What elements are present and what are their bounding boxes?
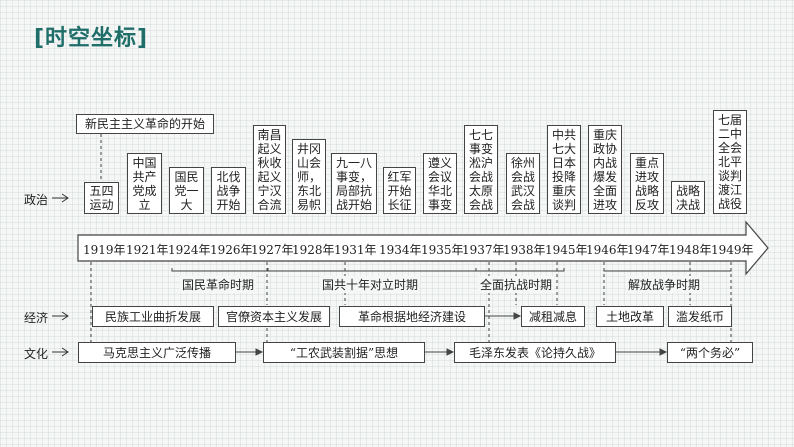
culture-arrow <box>52 347 69 357</box>
timeline-arrow <box>77 220 769 276</box>
politics-event-1927: 南昌 起义 秋收 起义 宁汉 合流 <box>253 125 286 214</box>
politics-label: 政治 <box>24 193 49 207</box>
politics-event-1931: 九一八 事变， 局部抗 战开始 <box>331 153 377 214</box>
year-label: 1927年 <box>251 243 294 257</box>
economy-event: 减租减息 <box>521 306 585 327</box>
section-title: [时空坐标] <box>34 26 149 51</box>
year-label: 1921年 <box>126 243 169 257</box>
politics-event-1926: 北伐 战争 开始 <box>211 167 246 214</box>
year-label: 1924年 <box>168 243 211 257</box>
culture-event: “工农武装割据”思想 <box>263 342 425 363</box>
year-label: 1937年 <box>462 243 505 257</box>
culture-event: 马克思主义广泛传播 <box>78 342 236 363</box>
politics-arrow <box>52 193 69 203</box>
culture-event: “两个务必” <box>667 342 753 363</box>
year-label: 1945年 <box>545 243 588 257</box>
top-event-box: 新民主主义革命的开始 <box>76 114 214 134</box>
year-label: 1928年 <box>292 243 335 257</box>
culture-label: 文化 <box>24 347 49 361</box>
economy-event: 土地改革 <box>596 306 664 327</box>
year-label: 1946年 <box>586 243 629 257</box>
year-label: 1935年 <box>421 243 464 257</box>
year-label: 1949年 <box>711 243 754 257</box>
politics-event-1924: 国民 党一 大 <box>169 167 204 214</box>
economy-event: 滥发纸币 <box>668 306 732 327</box>
period-label: 国共十年对立时期 <box>320 276 421 293</box>
period-label: 全面抗战时期 <box>478 276 555 293</box>
politics-event-1946: 重庆 政协 内战 爆发 全面 进攻 <box>588 125 622 214</box>
year-label: 1931年 <box>334 243 377 257</box>
politics-event-1935: 遵义 会议 华北 事变 <box>423 153 457 214</box>
politics-event-1934: 红军 开始 长征 <box>383 167 416 214</box>
year-label: 1926年 <box>210 243 253 257</box>
politics-event-1947: 重点 进攻 战略 反攻 <box>630 153 664 214</box>
economy-label: 经济 <box>24 311 49 325</box>
politics-event-1949: 七届 二中 全会 北平 谈判 渡江 战役 <box>713 110 747 214</box>
politics-event-1938: 徐州 会战 武汉 会战 <box>506 153 540 214</box>
period-label: 国民革命时期 <box>180 276 257 293</box>
politics-event-1921: 中国 共产 党成 立 <box>127 153 162 214</box>
economy-event: 革命根据地经济建设 <box>339 306 485 327</box>
politics-event-1948: 战略 决战 <box>671 181 705 214</box>
year-label: 1938年 <box>503 243 546 257</box>
year-label: 1919年 <box>83 243 126 257</box>
year-label: 1948年 <box>669 243 712 257</box>
politics-event-1937: 七七 事变 淞沪 会战 太原 会战 <box>464 125 498 214</box>
politics-event-1919: 五四 运动 <box>84 182 119 214</box>
economy-arrow <box>52 311 69 321</box>
year-label: 1947年 <box>627 243 670 257</box>
politics-event-1928: 井冈 山会 师， 东北 易帜 <box>292 139 326 214</box>
economy-event: 官僚资本主义发展 <box>218 306 330 327</box>
economy-event: 民族工业曲折发展 <box>92 306 214 327</box>
politics-event-1945: 中共 七大 日本 投降 重庆 谈判 <box>547 125 581 214</box>
culture-event: 毛泽东发表《论持久战》 <box>454 342 616 363</box>
year-label: 1934年 <box>379 243 422 257</box>
period-label: 解放战争时期 <box>626 276 703 293</box>
